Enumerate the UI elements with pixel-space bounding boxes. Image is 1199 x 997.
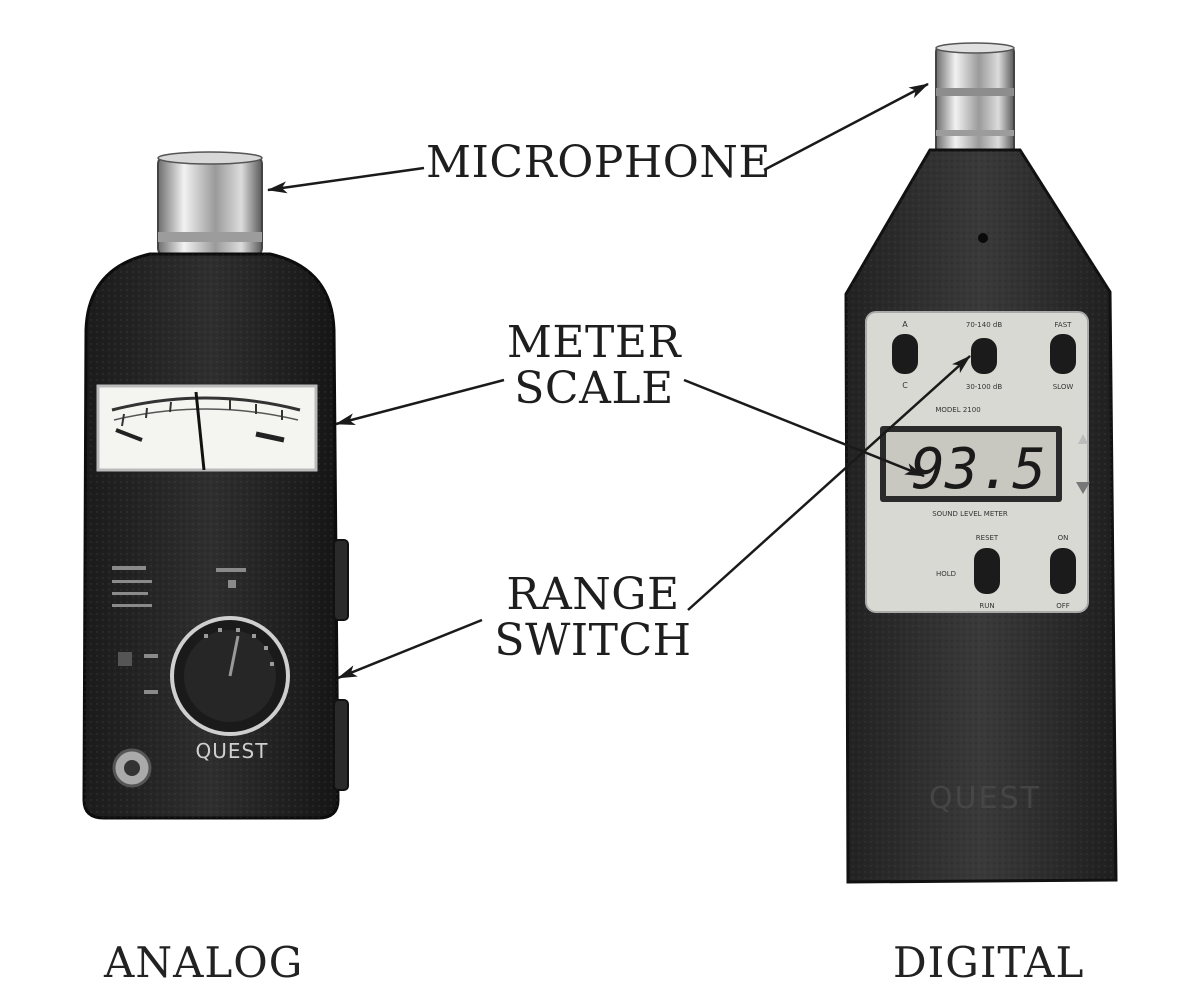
arrow-range-switch-digital: [687, 355, 971, 611]
digital-brand-logo: QUEST: [929, 781, 1041, 816]
label-a: A: [902, 320, 908, 329]
label-range-bottom: 30-100 dB: [966, 383, 1002, 391]
label-run: RUN: [979, 602, 994, 610]
lcd-display: 93.5: [880, 426, 1062, 502]
analog-panel-markings: [112, 566, 246, 694]
arrow-range-switch-analog: [337, 618, 483, 680]
meter-scale-label-line1: METER: [506, 317, 682, 368]
down-arrow-icon: [1076, 482, 1090, 494]
microphone-label-text: MICROPHONE: [426, 137, 771, 188]
arrow-meter-scale-digital: [683, 378, 925, 478]
weighting-switch: [892, 334, 918, 374]
digital-control-panel: A C 70-140 dB 30-100 dB FAST SLOW MODEL …: [865, 311, 1090, 613]
analog-microphone: [157, 151, 263, 257]
analog-meter-scale: [96, 384, 318, 472]
up-arrow-icon: [1078, 434, 1088, 444]
label-sound-level-meter: SOUND LEVEL METER: [932, 510, 1008, 518]
analog-range-switch-dial: [170, 616, 290, 736]
label-hold: HOLD: [936, 570, 956, 578]
analog-meter: QUEST: [82, 151, 349, 820]
range-switch-label: RANGE SWITCH: [486, 572, 700, 664]
analog-brand-logo: QUEST: [196, 739, 269, 763]
label-reset: RESET: [976, 534, 999, 542]
digital-microphone: [935, 42, 1015, 159]
meter-scale-label-line2: SCALE: [514, 363, 674, 414]
label-c: C: [902, 381, 908, 390]
label-model: MODEL 2100: [935, 406, 980, 414]
on-off-switch: [1050, 548, 1076, 594]
analog-caption: ANALOG: [104, 938, 304, 987]
arrow-microphone-analog: [267, 166, 425, 194]
digital-meter: A C 70-140 dB 30-100 dB FAST SLOW MODEL …: [844, 42, 1118, 884]
label-range-top: 70-140 dB: [966, 321, 1002, 329]
hold-run-switch: [974, 548, 1000, 594]
digital-caption: DIGITAL: [893, 938, 1085, 987]
range-switch-label-line1: RANGE: [506, 569, 680, 620]
arrow-microphone-digital: [763, 82, 929, 172]
label-fast: FAST: [1055, 321, 1073, 329]
response-switch: [1050, 334, 1076, 374]
lcd-reading: 93.5: [911, 437, 1046, 502]
range-switch-label-line2: SWITCH: [494, 615, 692, 666]
arrow-meter-scale-analog: [335, 378, 505, 426]
callout-arrows: [267, 82, 971, 680]
label-off: OFF: [1056, 602, 1070, 610]
meter-scale-label: METER SCALE: [502, 320, 686, 412]
microphone-label: MICROPHONE: [426, 140, 770, 186]
label-slow: SLOW: [1053, 383, 1074, 391]
digital-range-switch: [971, 338, 997, 374]
label-on: ON: [1058, 534, 1069, 542]
analog-needle: [194, 391, 206, 471]
